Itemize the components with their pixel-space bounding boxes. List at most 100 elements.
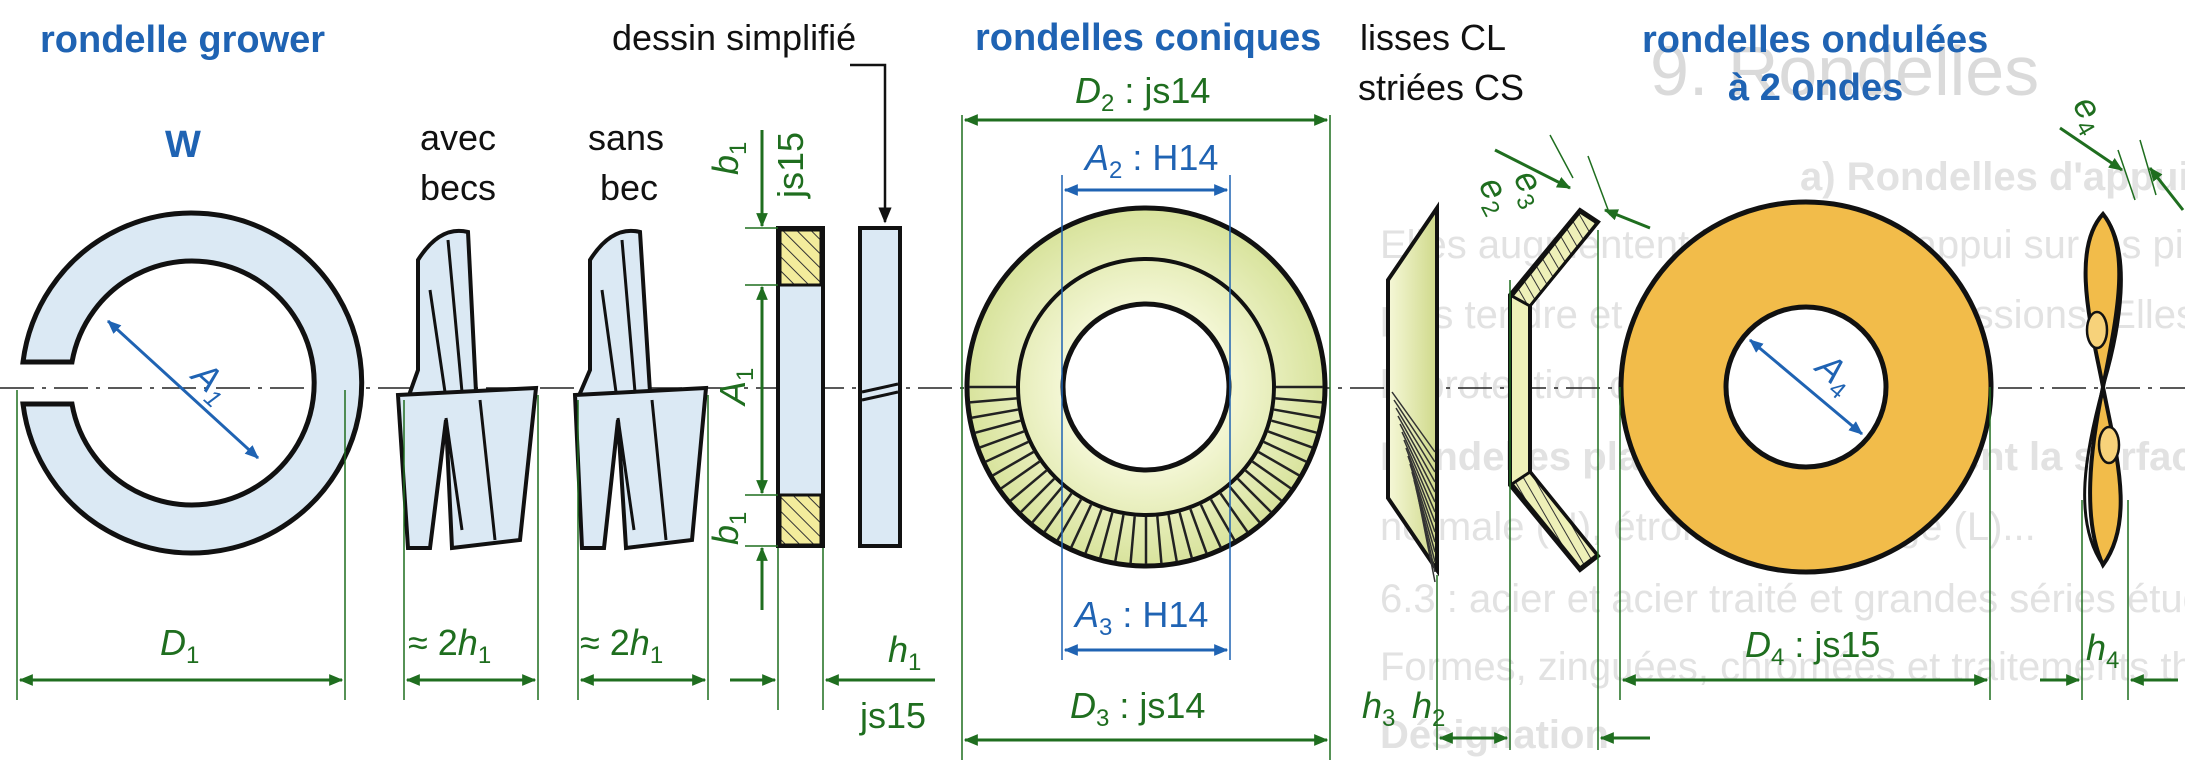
serration-line <box>974 419 1021 435</box>
bg-line: 6.3 : acier et acier traité et grandes s… <box>1380 577 2185 621</box>
serration-line <box>1009 469 1048 502</box>
serration-line <box>1084 508 1103 554</box>
sans-2h1-label: ≈ 2h1 <box>580 622 663 669</box>
lisse-striations <box>1391 391 1436 583</box>
serration-line <box>1129 516 1136 564</box>
simplified-split <box>861 390 899 402</box>
b1-bottom-label: b1 <box>705 512 752 545</box>
D2-label: D2 : js14 <box>1075 70 1210 117</box>
dessin-simplifie-label: dessin simplifié <box>612 17 856 58</box>
b1-top-label: b1 <box>705 142 752 175</box>
A3-label: A3 : H14 <box>1073 594 1208 641</box>
striation-line <box>1395 407 1436 473</box>
serration-line <box>1043 492 1073 533</box>
conical-serrations <box>969 385 1323 564</box>
serration-line <box>1219 492 1249 533</box>
serration-line <box>971 408 1019 419</box>
e4-arrow-left <box>2059 126 2123 172</box>
striee-hatch-top <box>1509 210 1600 308</box>
serration-line <box>1189 508 1208 554</box>
serration-line <box>1271 419 1318 435</box>
becs-label: becs <box>420 167 496 208</box>
conical-washer-mid <box>1016 257 1276 517</box>
striation-line <box>1407 455 1436 533</box>
h4-label: h4 <box>2086 627 2119 674</box>
serration-line <box>985 440 1029 463</box>
serration-line <box>1263 440 1307 463</box>
grower-side-lower-sans <box>572 385 709 551</box>
wave-washer-side-inner <box>2083 213 2123 566</box>
A1-diameter-arrow <box>106 319 260 460</box>
grower-washer-group: rondelle grower W A1 D1 <box>16 19 365 700</box>
grower-heading: rondelle grower <box>40 19 325 61</box>
bg-title: 9. Rondelles <box>1650 32 2039 110</box>
serration-line <box>992 450 1035 477</box>
h2-label: h2 <box>1412 685 1445 732</box>
avec-2h1-label: ≈ 2h1 <box>408 622 491 669</box>
avec-inner-lines <box>428 239 464 393</box>
striation-line <box>1405 447 1436 523</box>
striation-line <box>1403 439 1436 513</box>
h3-label: h3 <box>1362 685 1395 732</box>
ondulees-heading-1: rondelles ondulées <box>1642 19 1988 61</box>
striation-line <box>1397 415 1436 483</box>
e4-arrow-right <box>2148 167 2185 211</box>
wave-hole-upper <box>2085 310 2109 350</box>
grower-side-sans-bec: sans bec ≈ 2h1 <box>572 117 709 700</box>
striation-line <box>1391 391 1436 453</box>
serration-line <box>1167 514 1178 562</box>
serration-line <box>969 397 1017 404</box>
serration-line <box>1114 514 1125 562</box>
serration-line <box>979 430 1025 449</box>
bec-label: bec <box>600 167 658 208</box>
avec-lower-lines <box>444 399 497 541</box>
D4-label: D4 : js15 <box>1745 624 1880 671</box>
e4-ext <box>2139 139 2157 196</box>
serration-line <box>1244 469 1283 502</box>
serration-line <box>1178 512 1194 559</box>
conical-washer-group: rondelles coniques D2 : js14 A2 : H14 A3… <box>961 17 1331 760</box>
sans-label: sans <box>588 117 664 158</box>
e-ext <box>1587 155 1611 216</box>
serration-line <box>1156 516 1163 564</box>
serration-line <box>1098 512 1114 559</box>
section-hatch-top <box>778 228 823 287</box>
section-hatch-bottom <box>778 493 823 547</box>
D3-label: D3 : js14 <box>1070 685 1205 732</box>
simplified-split <box>861 382 899 394</box>
wave-hole-lower <box>2097 425 2121 465</box>
js15-bottom-label: js15 <box>859 695 926 736</box>
serration-line <box>1257 450 1300 477</box>
striation-line <box>1417 495 1436 583</box>
A2-label: A2 : H14 <box>1083 137 1218 184</box>
striees-label: striées CS <box>1358 67 1524 108</box>
e-arrow-left <box>1494 148 1572 190</box>
section-views: dessin simplifié b1 js15 A1 b1 h1 js15 <box>612 17 935 736</box>
serration-line <box>1031 485 1064 524</box>
serration-line <box>1019 478 1055 514</box>
serration-line <box>1273 408 1321 419</box>
serration-line <box>1267 430 1313 449</box>
js15-top-label: js15 <box>770 132 811 199</box>
A1-vertical-label: A1 <box>712 368 759 407</box>
lisses-label: lisses CL <box>1360 17 1506 58</box>
conical-side-views: lisses CL striées CS h3 h2 e2 e3 <box>1358 17 1651 750</box>
grower-side-avec-becs: avec becs ≈ 2h1 <box>395 117 539 700</box>
sans-lower-lines <box>616 399 668 541</box>
ondulees-heading-2: à 2 ondes <box>1728 67 1903 109</box>
grower-washer-face <box>20 210 365 556</box>
e-ext <box>1549 134 1574 179</box>
coniques-heading: rondelles coniques <box>975 17 1321 59</box>
serration-line <box>1070 504 1093 548</box>
avec-label: avec <box>420 117 496 158</box>
serration-line <box>1000 460 1041 490</box>
A4-arrow <box>1749 338 1863 436</box>
e-arrow-right <box>1603 208 1651 230</box>
conical-washer-hole <box>1060 301 1232 473</box>
serration-line <box>1275 397 1323 404</box>
grower-side-lower-avec <box>395 385 539 551</box>
grower-code: W <box>165 124 201 166</box>
striation-line <box>1393 399 1436 463</box>
serration-line <box>1199 504 1222 548</box>
